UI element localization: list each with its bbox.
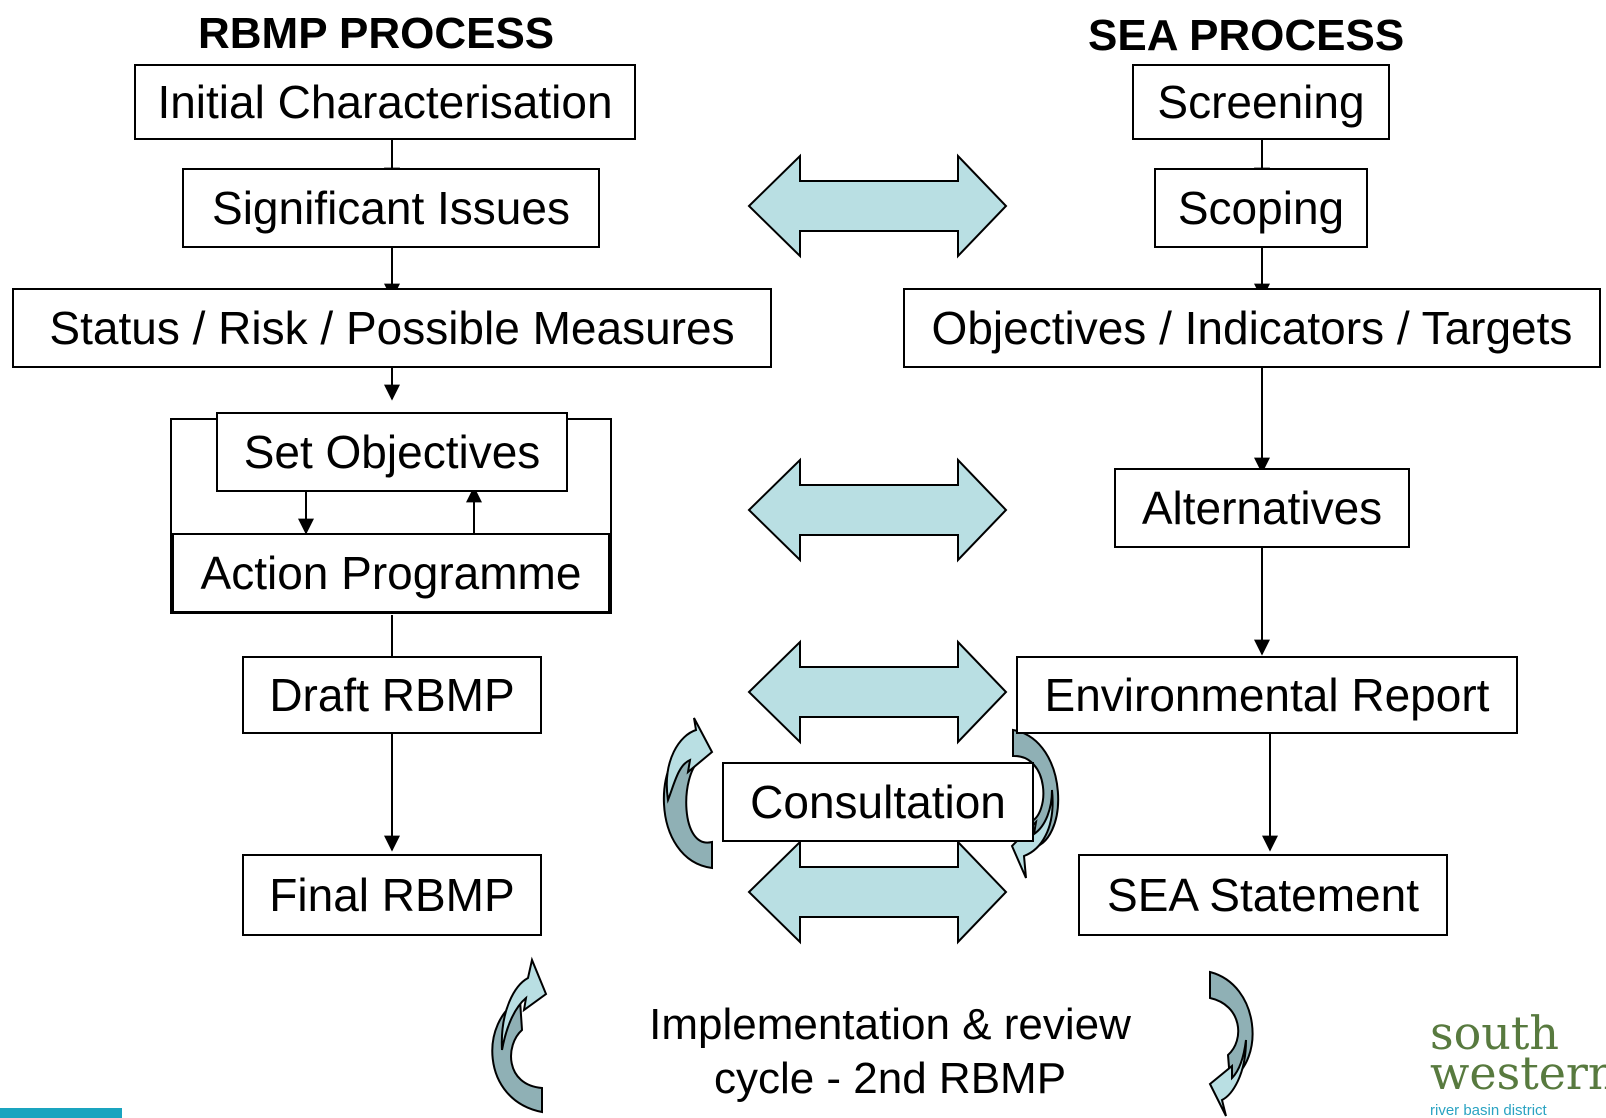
double-arrow-icon bbox=[747, 839, 1008, 945]
box-label: SEA Statement bbox=[1107, 869, 1419, 921]
box-action-programme: Action Programme bbox=[172, 533, 610, 613]
box-label: Environmental Report bbox=[1044, 669, 1490, 721]
box-set-objectives: Set Objectives bbox=[216, 412, 568, 492]
box-environmental-report: Environmental Report bbox=[1016, 656, 1518, 734]
logo-line2: western bbox=[1430, 1046, 1606, 1100]
box-significant-issues: Significant Issues bbox=[182, 168, 600, 248]
box-status-risk-measures: Status / Risk / Possible Measures bbox=[12, 288, 772, 368]
box-objectives-indicators-targets: Objectives / Indicators / Targets bbox=[903, 288, 1601, 368]
logo: south western river basin district bbox=[1428, 1010, 1606, 1118]
logo-line1: south bbox=[1430, 1010, 1560, 1060]
curved-arrow-icon bbox=[662, 717, 714, 870]
box-label: Action Programme bbox=[200, 547, 582, 599]
box-scoping: Scoping bbox=[1154, 168, 1368, 248]
double-arrow-icon bbox=[747, 457, 1008, 563]
cycle-caption-line2: cycle - 2nd RBMP bbox=[713, 1054, 1067, 1103]
double-arrow-icon bbox=[747, 153, 1008, 259]
logo-line3: river basin district bbox=[1430, 1102, 1547, 1118]
sea-heading: SEA PROCESS bbox=[1088, 11, 1405, 60]
box-label: Set Objectives bbox=[243, 426, 541, 478]
box-label: Initial Characterisation bbox=[157, 76, 613, 128]
curved-arrow-icon bbox=[491, 956, 548, 1114]
box-label: Consultation bbox=[750, 776, 1006, 828]
footer-accent-bar bbox=[0, 1108, 122, 1118]
box-label: Scoping bbox=[1177, 182, 1345, 234]
box-label: Objectives / Indicators / Targets bbox=[931, 302, 1573, 354]
box-label: Alternatives bbox=[1141, 482, 1383, 534]
double-arrow-icon bbox=[747, 639, 1008, 745]
box-draft-rbmp: Draft RBMP bbox=[242, 656, 542, 734]
box-initial-characterisation: Initial Characterisation bbox=[134, 64, 636, 140]
box-label: Draft RBMP bbox=[269, 669, 515, 721]
box-consultation: Consultation bbox=[722, 762, 1034, 842]
box-label: Status / Risk / Possible Measures bbox=[49, 302, 735, 354]
box-label: Screening bbox=[1157, 76, 1365, 128]
rbmp-heading: RBMP PROCESS bbox=[198, 9, 555, 58]
box-sea-statement: SEA Statement bbox=[1078, 854, 1448, 936]
box-alternatives: Alternatives bbox=[1114, 468, 1410, 548]
cycle-caption: Implementation & review cycle - 2nd RBMP bbox=[600, 998, 1180, 1106]
box-final-rbmp: Final RBMP bbox=[242, 854, 542, 936]
box-label: Significant Issues bbox=[212, 182, 570, 234]
box-screening: Screening bbox=[1132, 64, 1390, 140]
box-label: Final RBMP bbox=[269, 869, 515, 921]
cycle-caption-line1: Implementation & review bbox=[649, 1000, 1131, 1049]
curved-arrow-icon bbox=[1208, 970, 1254, 1117]
